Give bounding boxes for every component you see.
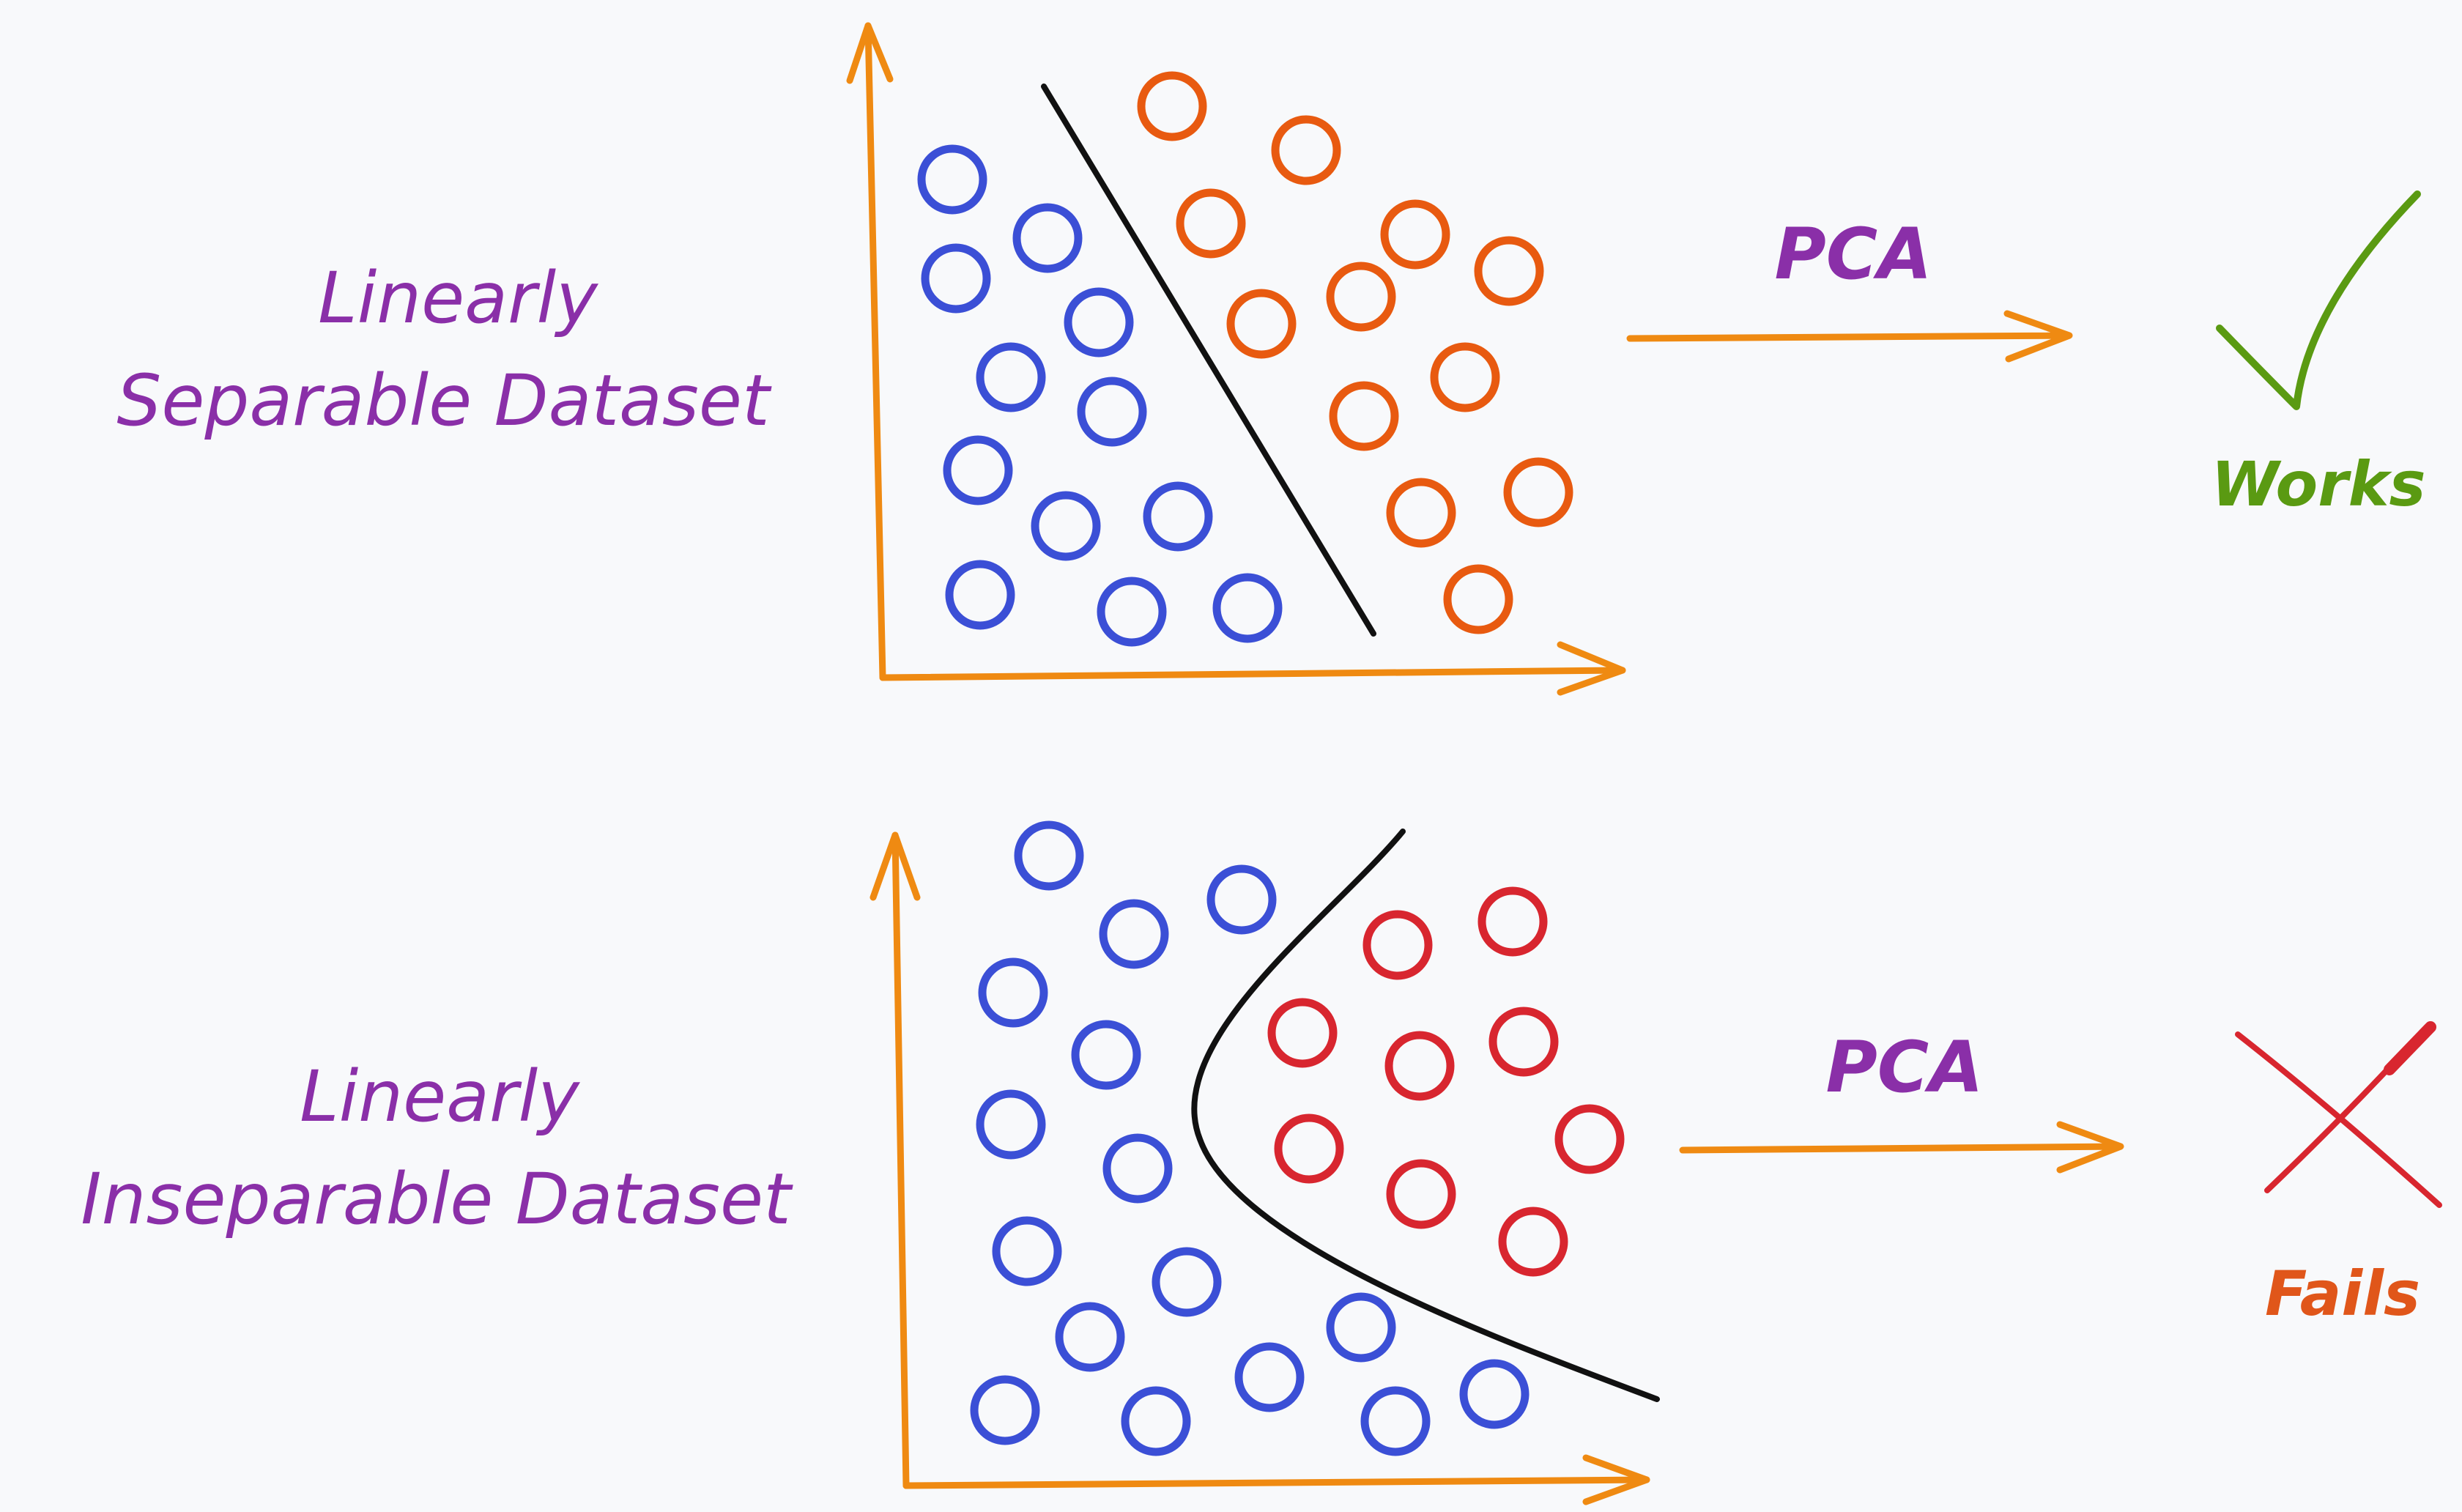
bottom-blue-point-1: [1014, 820, 1084, 891]
bottom-points: [970, 820, 1625, 1456]
top-blue-point-2: [921, 243, 991, 314]
bottom-red-point-1: [1477, 886, 1548, 957]
top-blue-point-7: [943, 435, 1013, 505]
top-orange-point-10: [1503, 457, 1573, 527]
bottom-result-label: Fails: [2265, 1258, 2420, 1330]
bottom-blue-point-10: [1055, 1302, 1125, 1372]
top-blue-point-5: [976, 342, 1046, 412]
top-orange-point-2: [1271, 115, 1341, 185]
top-y-axis: [864, 22, 886, 681]
bottom-blue-point-7: [1102, 1133, 1173, 1204]
top-orange-point-4: [1380, 199, 1450, 270]
top-blue-point-3: [1012, 203, 1083, 273]
bottom-blue-point-12: [1234, 1342, 1305, 1412]
bottom-red-point-2: [1362, 910, 1433, 980]
top-blue-point-1: [917, 144, 987, 215]
top-axes: [846, 22, 1626, 696]
top-panel: Linearly Separable Dataset PCA Works: [116, 22, 2426, 696]
bottom-blue-point-9: [1152, 1247, 1222, 1317]
bottom-blue-point-13: [970, 1375, 1040, 1445]
bottom-red-point-9: [1498, 1207, 1568, 1277]
top-blue-point-4: [1064, 287, 1134, 357]
bottom-y-axis: [891, 831, 910, 1489]
top-decision-boundary: [1041, 84, 1376, 637]
bottom-pca-arrow: [1679, 1121, 2124, 1174]
top-x-axis: [879, 667, 1626, 681]
bottom-blue-point-15: [1459, 1359, 1530, 1429]
bottom-panel: Linearly Inseparable Dataset PCA Fails: [81, 820, 2442, 1505]
bottom-blue-point-8: [992, 1216, 1062, 1286]
top-orange-point-6: [1326, 262, 1396, 332]
top-orange-point-11: [1386, 478, 1456, 548]
bottom-red-point-8: [1386, 1159, 1456, 1229]
top-blue-point-11: [1097, 577, 1167, 647]
bottom-red-point-4: [1488, 1007, 1559, 1077]
bottom-red-point-5: [1384, 1031, 1455, 1101]
checkmark-icon: [2216, 190, 2421, 410]
bottom-axes: [870, 831, 1650, 1505]
bottom-red-point-7: [1274, 1113, 1344, 1184]
top-orange-point-5: [1474, 236, 1544, 306]
bottom-x-axis: [902, 1476, 1650, 1489]
bottom-blue-point-2: [1206, 864, 1277, 935]
bottom-blue-point-4: [978, 957, 1048, 1028]
bottom-pca-label: PCA: [1825, 1026, 1983, 1108]
top-label-line2: Separable Dataset: [116, 360, 772, 442]
top-orange-point-8: [1430, 342, 1500, 412]
top-orange-point-9: [1329, 381, 1399, 451]
bottom-blue-point-11: [1326, 1292, 1396, 1363]
top-orange-point-1: [1137, 71, 1207, 141]
top-y-axis-arrowhead: [846, 22, 894, 84]
bottom-red-point-6: [1554, 1104, 1625, 1174]
top-label-line1: Linearly: [318, 257, 598, 339]
top-orange-point-12: [1443, 564, 1513, 634]
bottom-blue-point-3: [1099, 899, 1169, 969]
top-blue-point-12: [1212, 573, 1283, 643]
top-blue-point-10: [945, 560, 1015, 630]
bottom-blue-point-16: [1360, 1386, 1431, 1456]
bottom-blue-point-5: [1071, 1020, 1141, 1090]
bottom-label-line1: Linearly: [300, 1056, 580, 1138]
bottom-y-axis-arrowhead: [870, 831, 921, 901]
top-blue-point-6: [1077, 377, 1147, 447]
top-pca-arrow: [1626, 310, 2073, 363]
top-blue-point-9: [1143, 481, 1213, 552]
top-x-axis-arrowhead: [1557, 641, 1626, 696]
top-orange-point-7: [1226, 289, 1297, 359]
bottom-blue-point-6: [976, 1089, 1046, 1160]
top-orange-point-3: [1176, 188, 1246, 259]
top-points: [917, 71, 1573, 647]
cross-icon: [2235, 1021, 2442, 1208]
bottom-red-point-3: [1267, 998, 1338, 1068]
top-result-label: Works: [2211, 448, 2425, 520]
bottom-x-axis-arrowhead: [1582, 1454, 1650, 1505]
bottom-decision-boundary: [1191, 829, 1660, 1402]
top-blue-point-8: [1031, 491, 1101, 561]
top-pca-label: PCA: [1774, 213, 1932, 295]
bottom-label-line2: Inseparable Dataset: [81, 1158, 793, 1240]
bottom-blue-point-14: [1121, 1386, 1191, 1456]
